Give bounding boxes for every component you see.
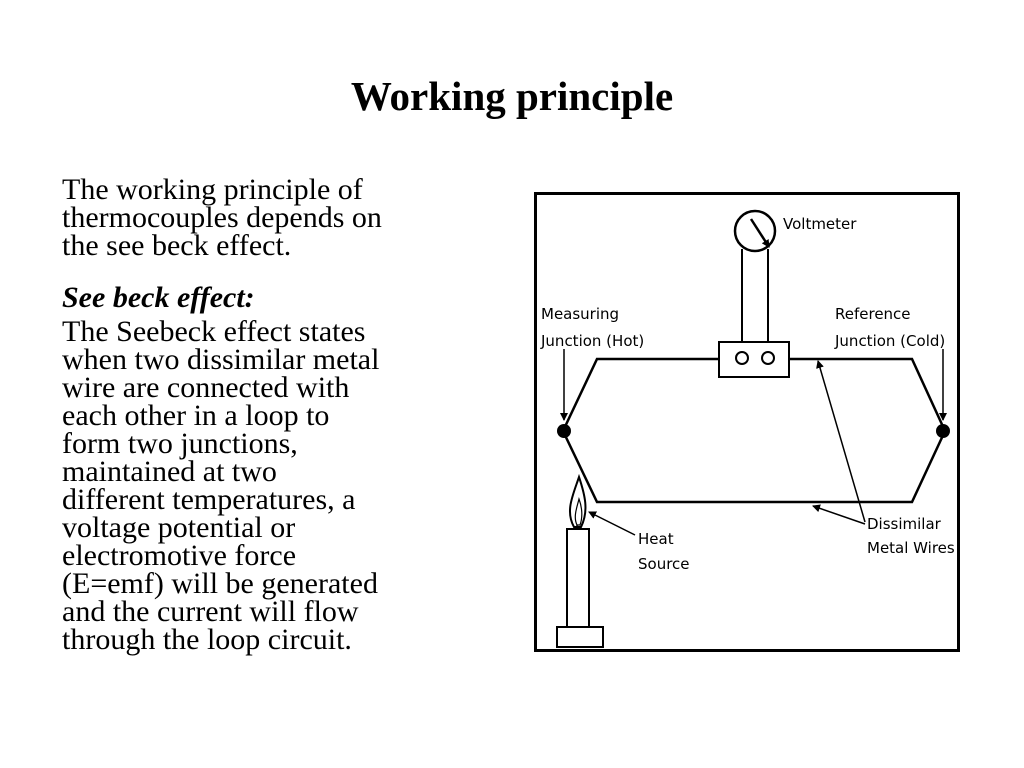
slide-title: Working principle [350,73,674,119]
body-text: The working principle of thermocouples d… [62,173,482,656]
thermocouple-diagram-svg: Voltmeter Measuring Junction (Hot) Refer… [540,209,955,648]
description-line: wire are connected with [62,371,350,404]
description-line: through the loop circuit. [62,623,352,656]
hot-junction [557,424,571,438]
cold-junction [936,424,950,438]
description-line: and the current will flow [62,595,359,628]
description-line: each other in a loop to [62,399,330,432]
description-line: form two junctions, [62,427,298,460]
description-line: voltage potential or [62,511,296,544]
reference-junction-label: Junction (Cold) [834,332,945,350]
voltmeter-label: Voltmeter [783,215,857,233]
heat-source-label: Source [638,555,690,573]
dissimilar-wire-loop [561,357,947,504]
terminal-block [718,341,790,378]
reference-junction-label: Reference [835,305,911,323]
dissimilar-wires-arrow-bottom [812,504,866,525]
intro-line: The working principle of [62,173,363,206]
dissimilar-wires-arrow-top [816,360,866,523]
description-line: different temperatures, a [62,483,356,516]
description-line: The Seebeck effect states [62,315,366,348]
seebeck-subheading: See beck effect: [62,281,255,314]
description-line: when two dissimilar metal [62,343,380,376]
intro-line: the see beck effect. [62,229,292,262]
measuring-junction-label: Measuring [541,305,619,323]
dissimilar-wires-label: Metal Wires [867,539,955,557]
intro-paragraph: The working principle of thermocouples d… [62,173,482,262]
measuring-junction-label: Junction (Hot) [540,332,644,350]
description-line: maintained at two [62,455,277,488]
dissimilar-wires-label: Dissimilar [867,515,942,533]
thermocouple-diagram: Voltmeter Measuring Junction (Hot) Refer… [534,192,960,652]
intro-line: thermocouples depends on [62,201,382,234]
seebeck-description: The Seebeck effect states when two dissi… [62,315,482,656]
description-line: electromotive force [62,539,297,572]
heat-source-arrow [588,511,636,536]
heat-source-label: Heat [638,530,674,548]
candle-icon [556,473,604,648]
voltmeter-icon [733,209,777,253]
description-line: (E=emf) will be generated [62,567,378,600]
